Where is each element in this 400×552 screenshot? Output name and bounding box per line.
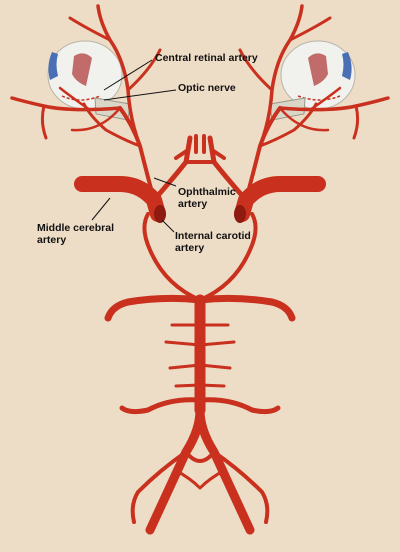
optic-nerve-label: Optic nerve [178,82,236,94]
left-eye-muscle [72,53,92,86]
right-posterior-cerebral-artery [196,294,296,322]
left-vertebral-artery [145,295,205,535]
right-inferior-cerebellar-artery [212,450,270,524]
right-eye-muscle [308,53,328,86]
right-iris [342,52,352,80]
right-posterior-communicating-artery [198,212,258,302]
left-middle-cerebral-artery [74,176,166,222]
leader-lines [91,59,177,233]
middle-cerebral-artery-label: Middle cerebral artery [37,222,114,246]
right-internal-carotid-opening [234,205,246,223]
left-internal-carotid-opening [154,205,166,223]
central-retinal-artery-label: Central retinal artery [155,52,258,64]
arterial-tree [10,4,390,535]
right-eyeball [280,40,356,110]
left-posterior-communicating-artery [142,212,202,302]
left-iris [48,52,58,80]
middle-cerebral-artery-label-line1: Middle cerebral [37,222,115,234]
middle-cerebral-artery-label-line2: artery [37,234,67,246]
internal-carotid-artery-label-line2: artery [175,242,205,254]
internal-carotid-artery-label-line1: Internal carotid [175,230,251,242]
ophthalmic-artery-label-line1: Ophthalmic [178,186,236,198]
left-posterior-cerebral-artery [104,294,204,322]
left-cerebellar-artery [119,397,203,415]
right-cerebellar-artery [197,397,281,415]
ophthalmic-artery-label-line2: artery [178,198,208,210]
left-inferior-cerebellar-artery [130,450,188,524]
internal-carotid-artery-label: Internal carotid artery [175,230,251,254]
ophthalmic-artery-label: Ophthalmic artery [178,186,236,210]
pontine-branches [164,323,236,388]
right-middle-cerebral-artery [234,176,326,222]
